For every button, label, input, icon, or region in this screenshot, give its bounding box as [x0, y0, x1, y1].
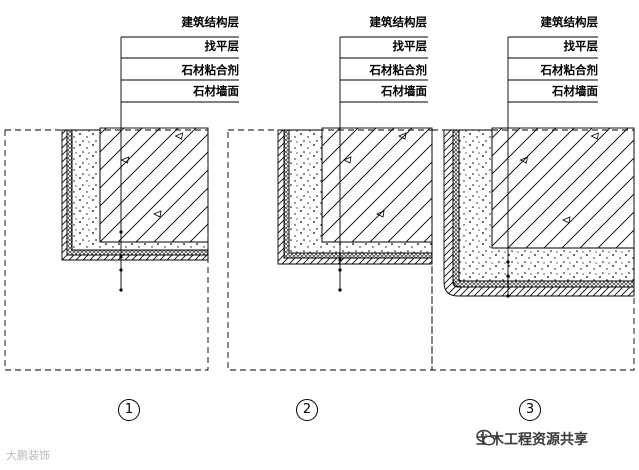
leader-dot-1-1	[119, 230, 123, 234]
label-2-structure: 建筑结构层	[369, 15, 428, 29]
label-1-adhesive: 石材粘合剂	[181, 63, 240, 77]
leader-dot-3-1	[506, 260, 510, 264]
stone-facing-1	[61, 129, 209, 261]
concrete-aggregate-mark-1-1	[174, 132, 184, 140]
concrete-aggregate-mark-2-1	[398, 132, 407, 140]
label-3-structure: 建筑结构层	[540, 15, 599, 29]
watermark-left: 大鹏装饰	[6, 449, 50, 462]
label-1-structure: 建筑结构层	[181, 15, 240, 29]
concrete-aggregate-mark-2-3	[376, 210, 385, 218]
concrete-aggregate-mark-3-1	[590, 132, 599, 140]
leader-dot-1-4	[119, 288, 123, 292]
leader-dot-2-2	[338, 268, 342, 272]
label-2-leveling: 找平层	[392, 39, 428, 53]
label-1-stone: 石材墙面	[193, 84, 239, 98]
concrete-aggregate-mark-1-2	[120, 156, 130, 164]
label-3-stone: 石材墙面	[552, 84, 598, 98]
adhesive-layer-3	[452, 129, 635, 288]
structure-layer-1	[99, 127, 209, 243]
label-3-adhesive: 石材粘合剂	[540, 63, 599, 77]
concrete-aggregate-mark-3-3	[562, 216, 571, 224]
detail-number-1: 1	[118, 399, 140, 421]
leader-dot-3-2	[506, 274, 510, 278]
label-2-adhesive: 石材粘合剂	[369, 63, 428, 77]
stone-facing-3	[443, 129, 635, 297]
structure-layer-2	[321, 127, 433, 243]
watermark-right-text: 土木工程资源共享	[476, 432, 588, 448]
concrete-aggregate-mark-3-2	[519, 156, 528, 164]
leader-dot-2-1	[338, 258, 342, 262]
label-1-leveling: 找平层	[204, 39, 240, 53]
structure-layer-3	[491, 127, 635, 249]
concrete-aggregate-mark-1-3	[153, 210, 162, 218]
detail-number-2: 2	[296, 399, 318, 421]
detail-number-3: 3	[519, 399, 541, 421]
leader-dot-2-3	[338, 288, 342, 292]
label-2-stone: 石材墙面	[381, 84, 427, 98]
leader-dot-1-2	[119, 255, 123, 259]
leader-dot-1-3	[119, 268, 123, 272]
watermark-right: 土木工程资源共享	[476, 429, 588, 449]
concrete-aggregate-mark-2-2	[343, 156, 352, 164]
label-3-leveling: 找平层	[563, 39, 599, 53]
leader-dot-3-3	[506, 294, 510, 298]
wechat-icon	[476, 429, 496, 446]
